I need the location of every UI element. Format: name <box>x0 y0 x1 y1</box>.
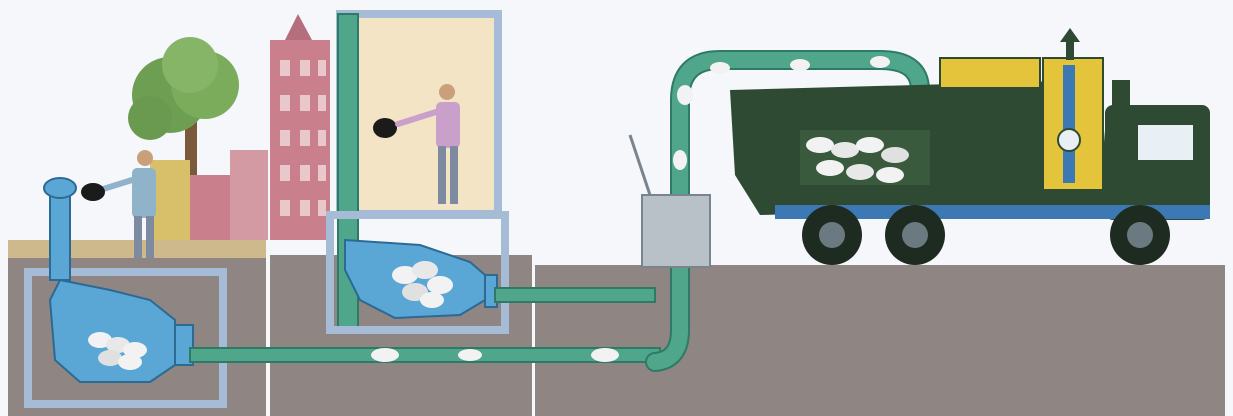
indoor-room <box>340 14 498 214</box>
truck-wheel <box>885 205 945 265</box>
truck-wheel <box>802 205 862 265</box>
truck-wheel <box>1110 205 1170 265</box>
waste-load <box>800 130 930 185</box>
building-facade <box>270 14 330 240</box>
